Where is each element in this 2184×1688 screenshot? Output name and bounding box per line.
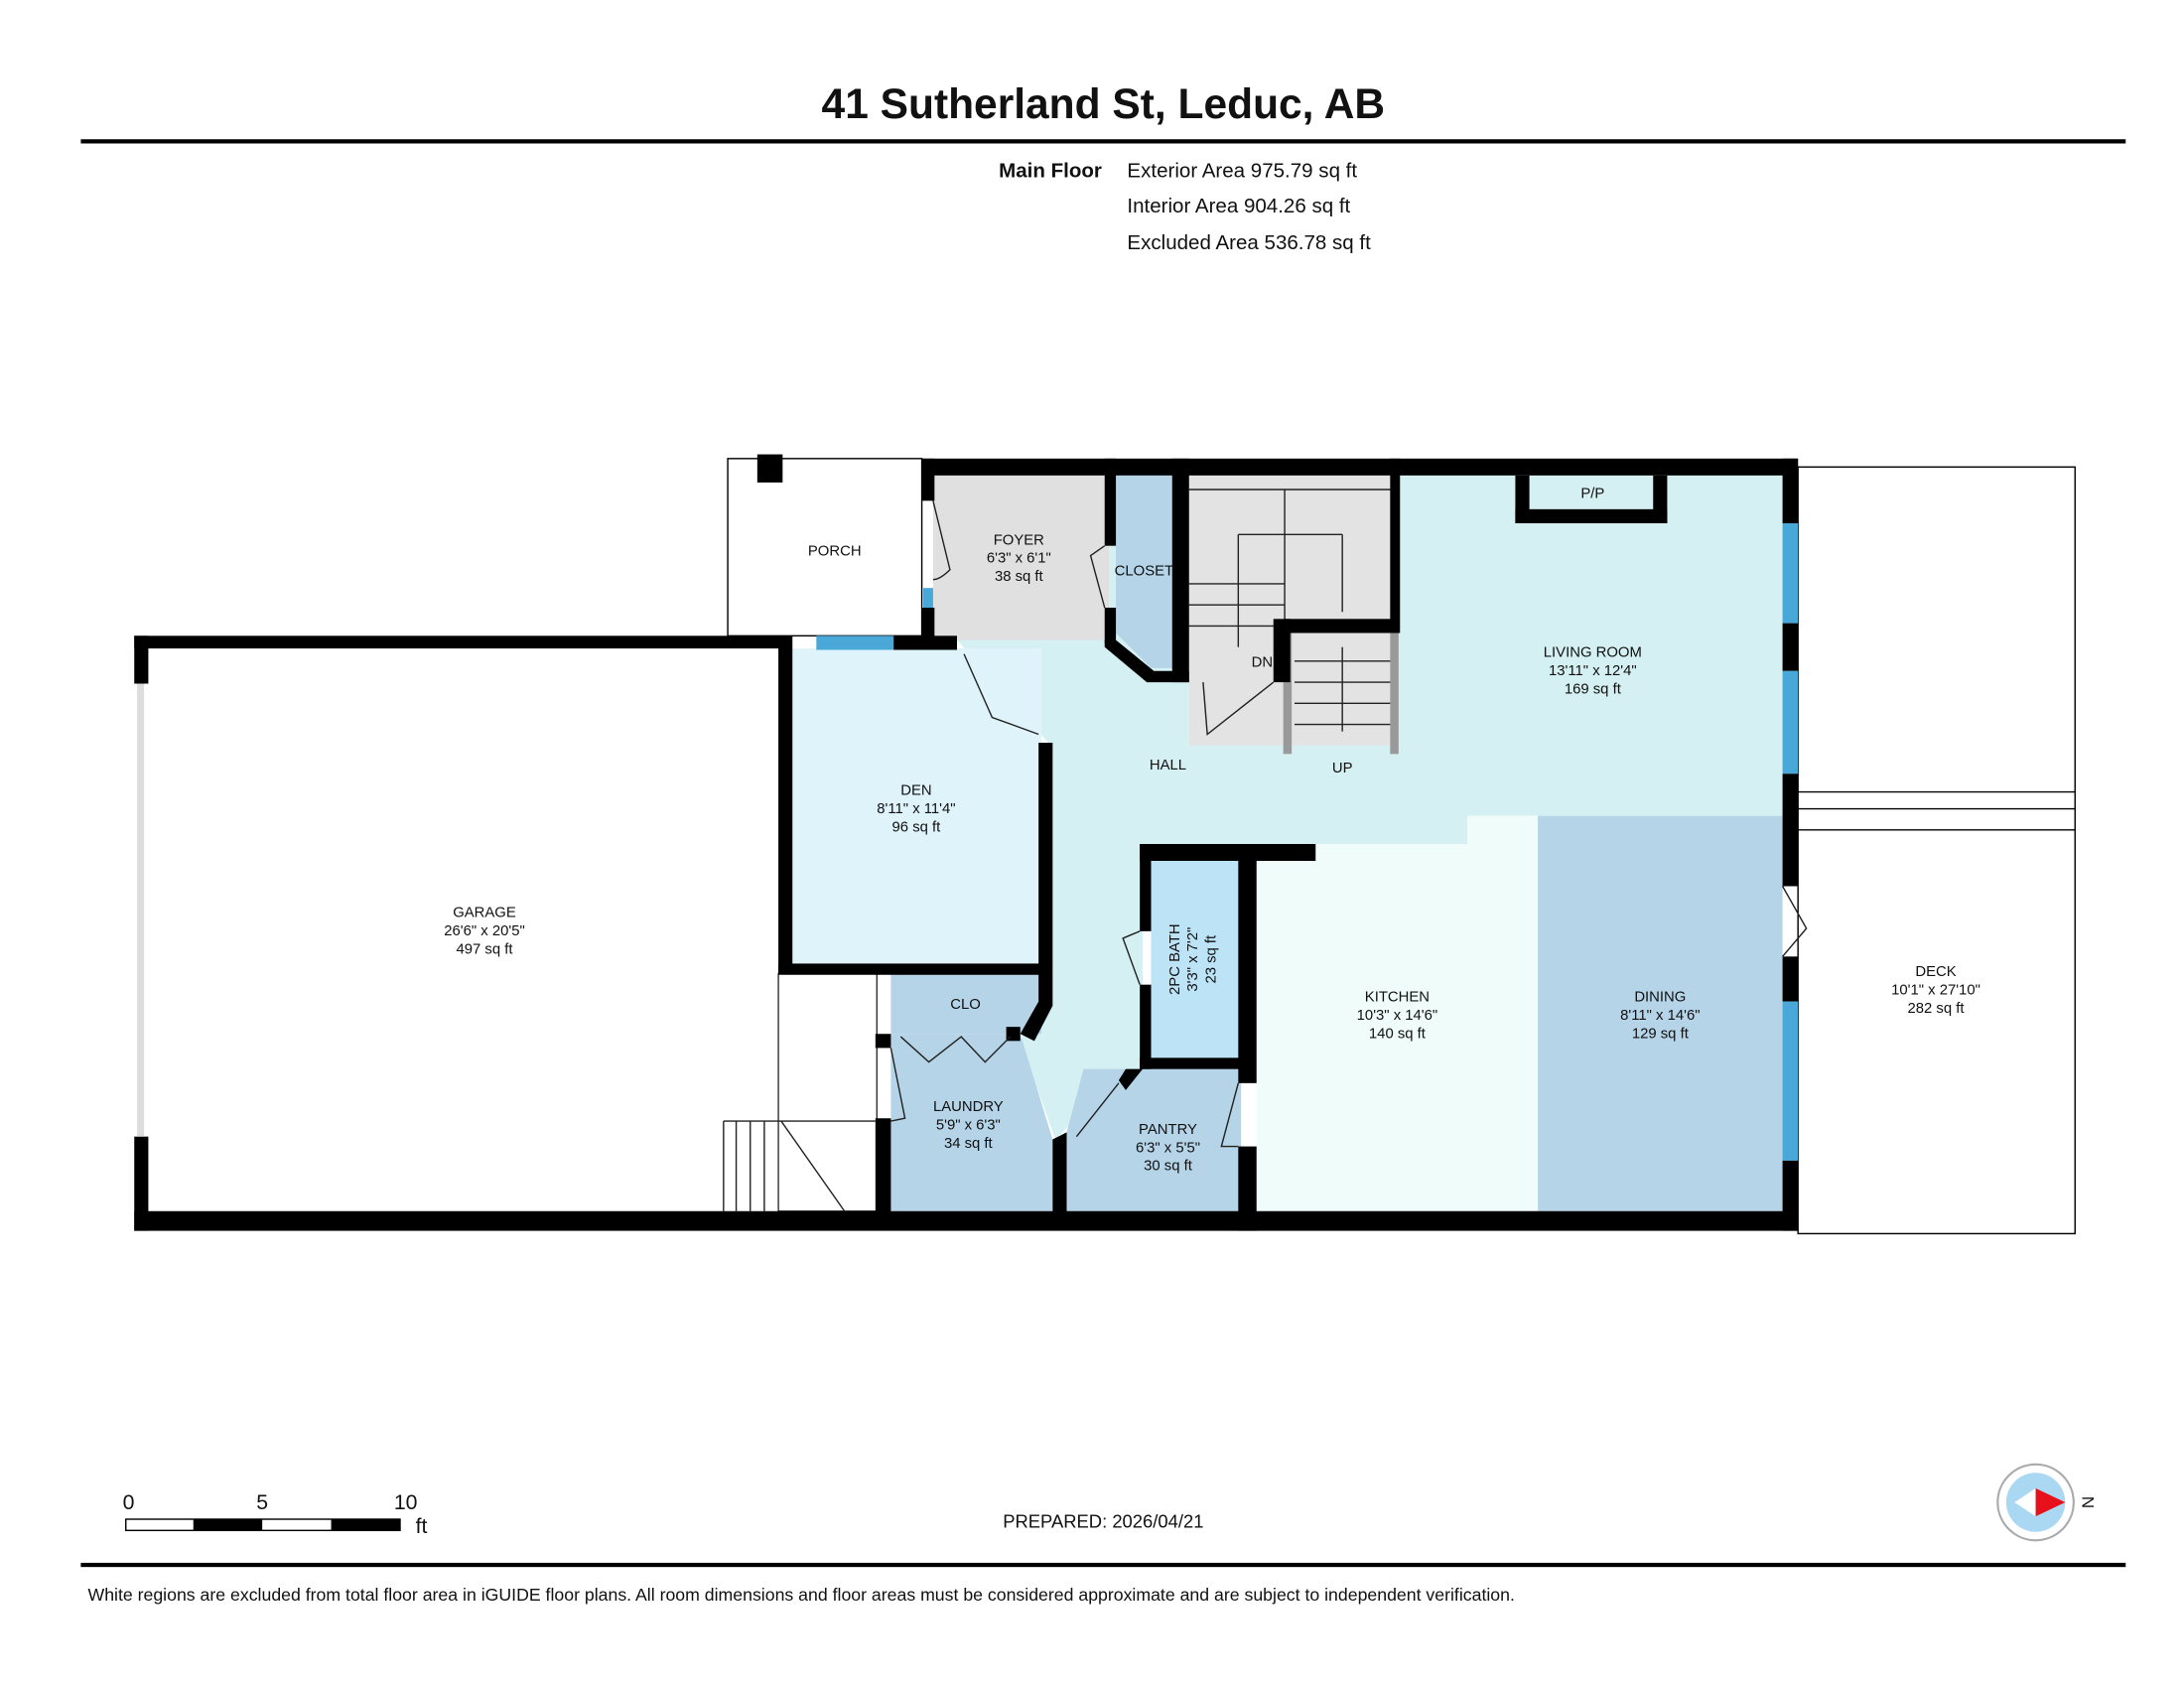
- dining-area: 129 sq ft: [1632, 1027, 1690, 1043]
- bath-area: 23 sq ft: [1204, 934, 1220, 984]
- room-labels: PORCH FOYER 6'3" x 6'1" 38 sq ft CLOSET …: [444, 487, 1980, 1175]
- laundry-area: [890, 1034, 1053, 1211]
- laundry-area: 34 sq ft: [944, 1136, 994, 1152]
- living-area: 169 sq ft: [1565, 681, 1622, 697]
- dining-label: DINING: [1634, 990, 1686, 1006]
- footer-disclaimer: White regions are excluded from total fl…: [87, 1585, 1514, 1605]
- compass-north-label: N: [2078, 1496, 2097, 1508]
- bath-dims: 3'3" x 7'2": [1185, 927, 1201, 992]
- pantry-dims: 6'3" x 5'5": [1136, 1140, 1200, 1156]
- prepared-date: PREPARED: 2026/04/21: [1003, 1511, 1203, 1532]
- garage-dims: 26'6" x 20'5": [444, 923, 525, 939]
- deck-dims: 10'1" x 27'10": [1891, 983, 1980, 999]
- foyer-area: [932, 475, 1109, 640]
- kitchen-area: [1256, 844, 1539, 1211]
- deck-area: [1797, 466, 2076, 1235]
- garage-area: 497 sq ft: [457, 942, 514, 958]
- garage-steps-area: [777, 972, 878, 1212]
- den-label: DEN: [900, 782, 931, 798]
- garage-area: [148, 648, 779, 1211]
- closet-area: [1116, 475, 1172, 668]
- floor-label: Main Floor: [999, 160, 1102, 183]
- deck-label: DECK: [1915, 964, 1956, 980]
- kitchen-dims: 10'3" x 14'6": [1357, 1008, 1438, 1024]
- kitchen-area: 140 sq ft: [1369, 1027, 1427, 1043]
- stairs-up-label: UP: [1332, 761, 1353, 776]
- closet-label: CLOSET: [1115, 563, 1173, 579]
- den-dims: 8'11" x 11'4": [877, 801, 955, 817]
- kitchen-nook: [1467, 815, 1539, 844]
- clo-area: [890, 973, 1041, 1035]
- foyer-label: FOYER: [994, 532, 1044, 548]
- windows: [816, 523, 1799, 1161]
- living-label: LIVING ROOM: [1544, 645, 1642, 661]
- garage-door-opening: [137, 683, 145, 1137]
- stair-rail: [1283, 633, 1293, 755]
- scale-unit: ft: [416, 1514, 428, 1538]
- den-area: [792, 648, 1041, 964]
- kitchen-label: KITCHEN: [1365, 990, 1430, 1006]
- pantry-area: [1066, 1068, 1242, 1217]
- garage-label: GARAGE: [453, 906, 516, 921]
- staircase: [723, 489, 1394, 1212]
- doors: [889, 500, 1808, 1148]
- scale-tick-0: 0: [123, 1490, 135, 1514]
- bath-area: [1151, 861, 1242, 1058]
- page-title: 41 Sutherland St, Leduc, AB: [822, 81, 1386, 128]
- foyer-dims: 6'3" x 6'1": [987, 551, 1051, 567]
- scale-bar: 0 5 10 ft: [123, 1490, 428, 1538]
- stairs-down-label: DN: [1252, 655, 1273, 671]
- walls: [134, 454, 1799, 1231]
- excluded-area: Excluded Area 536.78 sq ft: [1127, 231, 1371, 254]
- laundry-label: LAUNDRY: [933, 1099, 1004, 1115]
- clo-label: CLO: [950, 997, 981, 1013]
- bath-label: 2PC BATH: [1167, 923, 1183, 995]
- interior-area: Interior Area 904.26 sq ft: [1127, 195, 1350, 217]
- pantry-label: PANTRY: [1139, 1122, 1197, 1138]
- hall-label: HALL: [1150, 758, 1186, 774]
- laundry-dims: 5'9" x 6'3": [936, 1118, 1001, 1134]
- dining-area: [1538, 815, 1783, 1211]
- room-fills: [148, 458, 2076, 1235]
- footer-rule: [80, 1562, 2126, 1568]
- header-rule: [80, 139, 2126, 144]
- exterior-area: Exterior Area 975.79 sq ft: [1127, 160, 1357, 183]
- porch-label: PORCH: [808, 544, 862, 560]
- living-dims: 13'11" x 12'4": [1549, 663, 1637, 679]
- deck-area: 282 sq ft: [1908, 1001, 1966, 1017]
- dining-dims: 8'11" x 14'6": [1620, 1008, 1700, 1024]
- porch-area: [727, 458, 923, 637]
- pantry-area: 30 sq ft: [1144, 1159, 1193, 1175]
- compass-icon: [1996, 1463, 2075, 1542]
- pp-label: P/P: [1580, 487, 1604, 502]
- scale-tick-10: 10: [394, 1490, 418, 1514]
- scale-tick-5: 5: [256, 1490, 268, 1514]
- den-area: 96 sq ft: [892, 819, 942, 835]
- stair-rail: [1390, 633, 1399, 755]
- foyer-area: 38 sq ft: [995, 569, 1044, 585]
